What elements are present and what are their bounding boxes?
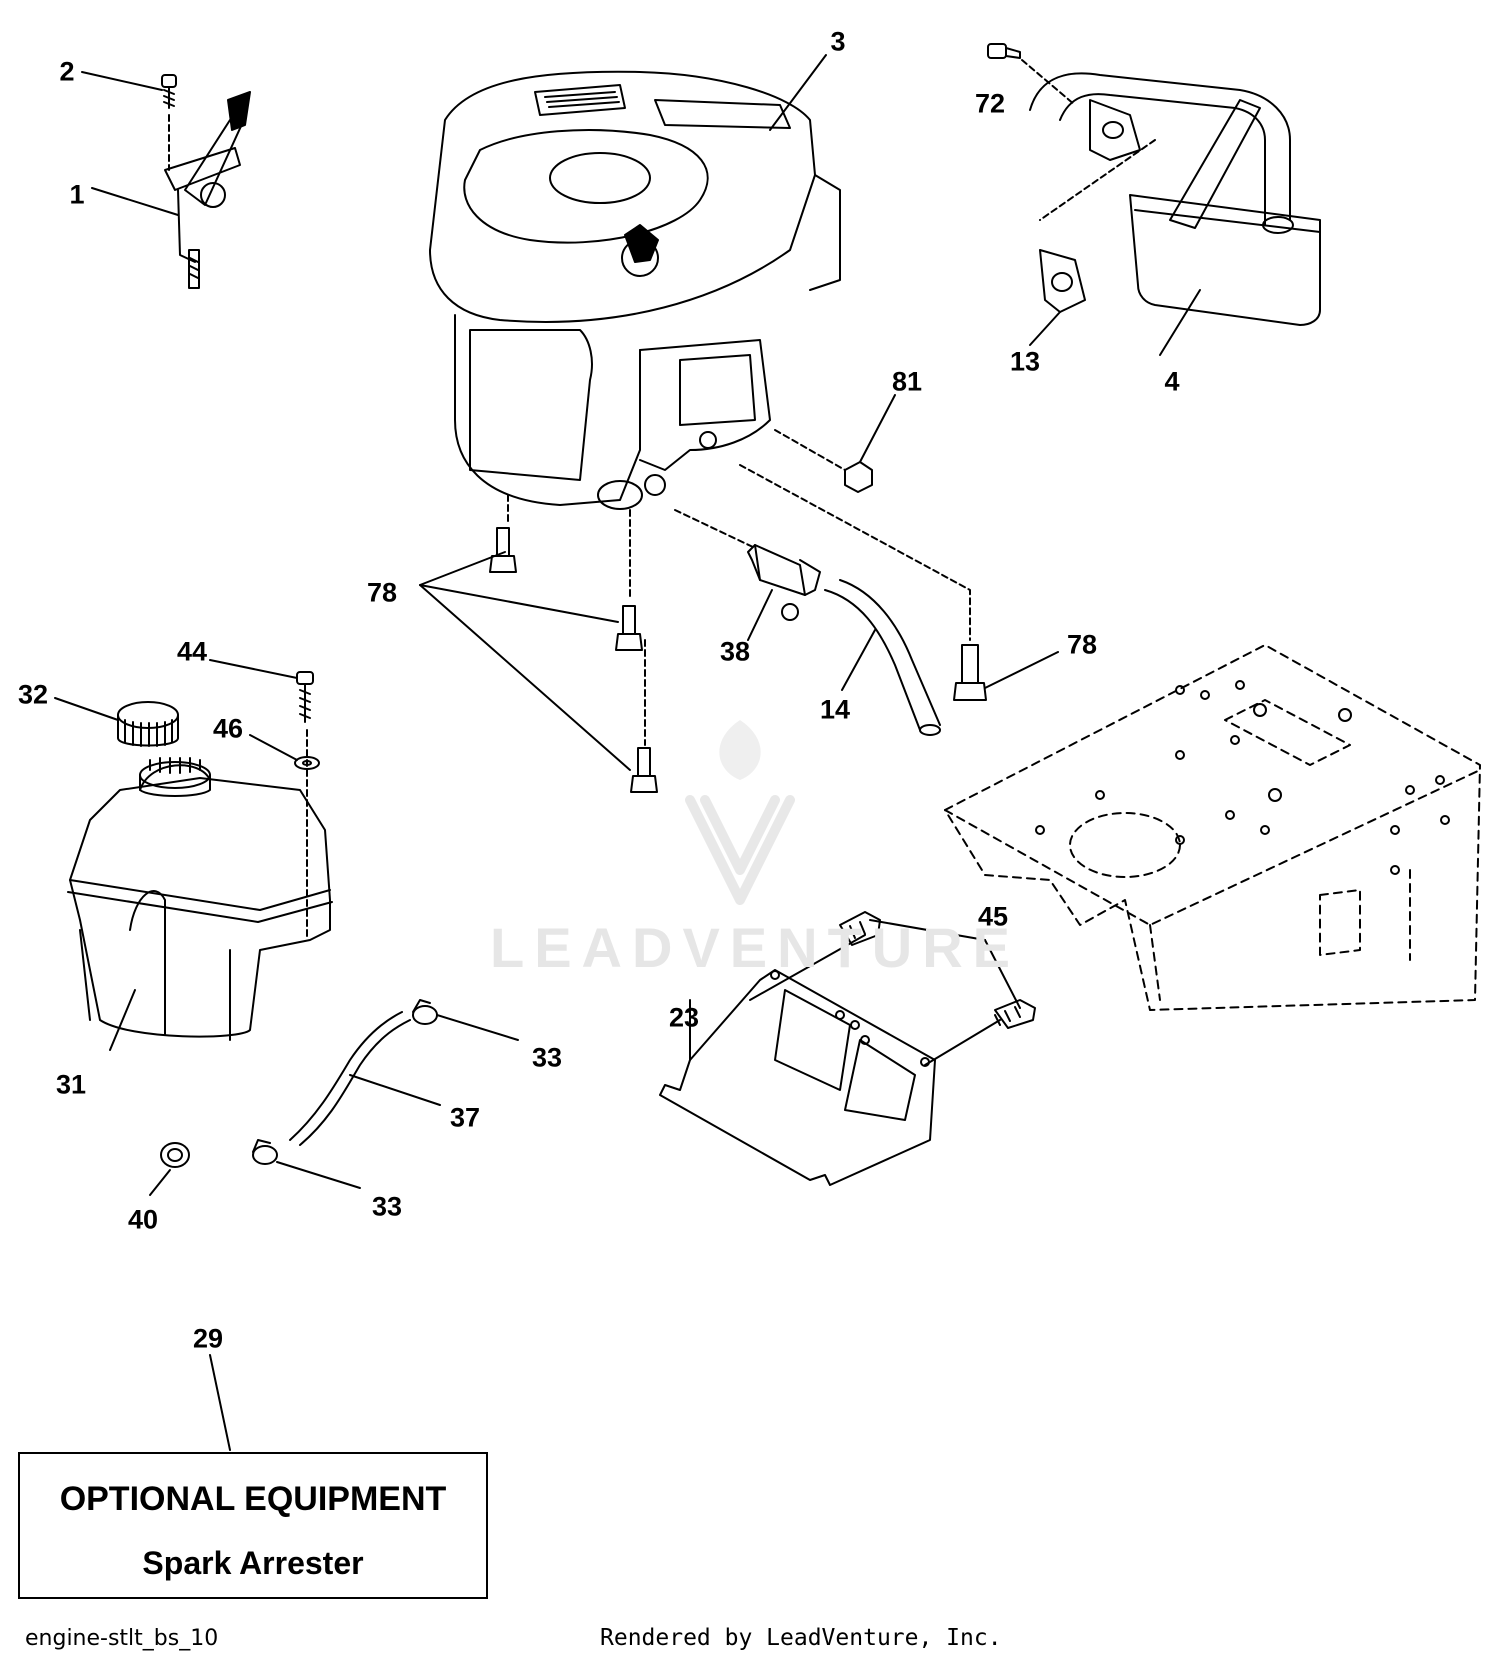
leader-33a	[436, 1014, 519, 1041]
screw-part-2	[161, 74, 177, 109]
leader-3	[769, 54, 827, 131]
grommet-part-40	[160, 1142, 190, 1168]
muffler-part-4	[1029, 72, 1321, 326]
callout-4: 4	[1164, 366, 1180, 397]
dash-81	[774, 429, 846, 471]
mount-plate-holes	[1035, 680, 1450, 875]
leader-13	[1029, 311, 1061, 346]
callout-2: 2	[59, 56, 75, 87]
engine-part-3	[429, 70, 841, 510]
bolt-part-45-b	[994, 999, 1036, 1029]
bolt-part-78-c	[630, 747, 658, 793]
heat-shield-part-23	[659, 969, 936, 1186]
callout-40: 40	[127, 1204, 159, 1235]
callout-32: 32	[17, 679, 49, 710]
leader-46	[249, 734, 298, 761]
render-credit: Rendered by LeadVenture, Inc.	[600, 1625, 1002, 1651]
spark-arrester-label: Spark Arrester	[142, 1545, 364, 1581]
leader-78a-2	[419, 584, 619, 623]
callout-14: 14	[819, 694, 851, 725]
watermark-logo	[685, 720, 795, 905]
diagram-id: engine-stlt_bs_10	[25, 1626, 219, 1651]
fuel-hose-part-14	[824, 579, 941, 736]
leader-2	[81, 71, 163, 91]
callout-13: 13	[1009, 346, 1041, 377]
dash-78d	[739, 464, 971, 641]
bolt-part-78-d	[953, 644, 987, 701]
callout-38: 38	[719, 636, 751, 667]
callout-29: 29	[192, 1323, 224, 1354]
leader-31	[109, 989, 136, 1051]
watermark-text: LEADVENTURE	[490, 916, 1021, 979]
leader-44	[209, 659, 298, 679]
callout-78-left: 78	[366, 577, 398, 608]
callout-23: 23	[668, 1002, 700, 1033]
leader-14	[841, 629, 876, 691]
engine-mount-plate	[944, 644, 1481, 1011]
callout-81: 81	[891, 366, 923, 397]
callout-45: 45	[977, 901, 1009, 932]
leader-78a-1	[419, 551, 506, 586]
bolt-part-78-a	[489, 527, 517, 573]
callout-33-bottom: 33	[371, 1191, 403, 1222]
fuel-line-part-37	[289, 1011, 411, 1146]
leader-40	[149, 1169, 171, 1196]
leader-45-a	[869, 919, 986, 941]
leader-32	[54, 697, 119, 721]
bolt-part-78-b	[615, 605, 643, 651]
callout-31: 31	[55, 1069, 87, 1100]
nut-part-81	[844, 461, 873, 493]
optional-equipment-box: OPTIONAL EQUIPMENT Spark Arrester	[18, 1452, 488, 1599]
bolt-part-45-a	[839, 911, 881, 946]
leader-37	[349, 1074, 441, 1106]
screw-part-44	[296, 671, 314, 723]
optional-equipment-title: OPTIONAL EQUIPMENT	[59, 1480, 447, 1518]
leader-45-c	[749, 934, 866, 1001]
fuel-tank-part-31	[67, 757, 333, 1041]
leader-45-b	[984, 939, 1021, 1009]
dash-4	[1039, 139, 1156, 221]
callout-1: 1	[69, 179, 85, 210]
gasket-part-13	[1039, 249, 1086, 313]
clamp-part-33-a	[412, 999, 438, 1025]
leader-29	[209, 1354, 231, 1451]
leader-1	[91, 187, 179, 216]
callout-72: 72	[974, 88, 1006, 119]
leader-78a-3	[419, 584, 631, 771]
fuel-cap-part-32	[117, 701, 179, 747]
leader-78b	[984, 651, 1059, 689]
leader-38	[747, 589, 773, 641]
dash-38	[674, 509, 756, 549]
clamp-part-33-b	[252, 1139, 278, 1165]
callout-44: 44	[176, 636, 208, 667]
leader-4	[1159, 289, 1201, 356]
leader-81	[859, 394, 896, 463]
callout-33-top: 33	[531, 1042, 563, 1073]
screw-part-72	[987, 43, 1021, 59]
callout-78-right: 78	[1066, 629, 1098, 660]
callout-37: 37	[449, 1102, 481, 1133]
callout-3: 3	[830, 26, 846, 57]
throttle-control-part-1	[164, 91, 251, 289]
leader-45-d	[924, 1019, 1001, 1066]
leader-33b	[276, 1161, 361, 1189]
fuel-filter-part-38	[747, 544, 821, 621]
callout-46: 46	[212, 713, 244, 744]
